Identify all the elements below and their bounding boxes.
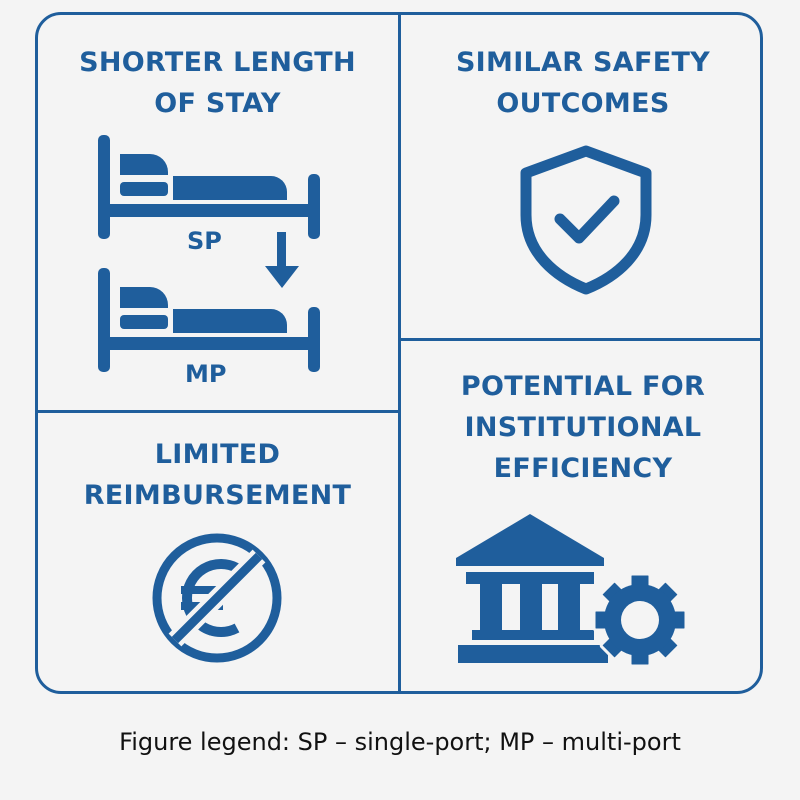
title-line: SHORTER LENGTH	[79, 47, 356, 78]
gear-icon	[592, 572, 688, 668]
title-line: LIMITED	[154, 439, 281, 470]
title-line: INSTITUTIONAL	[464, 412, 702, 443]
bed-icon-mp	[98, 268, 320, 372]
figure-legend: Figure legend: SP – single-port; MP – mu…	[119, 728, 681, 756]
panel-title-efficiency: POTENTIAL FOR INSTITUTIONAL EFFICIENCY	[402, 366, 764, 489]
title-line: SIMILAR SAFETY	[455, 47, 711, 78]
divider-vertical	[398, 12, 401, 694]
divider-right	[400, 338, 763, 341]
title-line: OUTCOMES	[496, 88, 670, 119]
no-euro-icon	[152, 533, 282, 663]
panel-title-reimbursement: LIMITED REIMBURSEMENT	[35, 434, 400, 516]
title-line: EFFICIENCY	[493, 453, 673, 484]
panel-title-safety: SIMILAR SAFETY OUTCOMES	[402, 42, 764, 124]
arrow-down-icon	[265, 232, 299, 288]
title-line: POTENTIAL FOR	[460, 371, 706, 402]
title-line: OF STAY	[154, 88, 281, 119]
label-mp: MP	[185, 360, 227, 388]
institution-icon	[456, 514, 608, 663]
panel-title-length-of-stay: SHORTER LENGTH OF STAY	[40, 42, 395, 124]
shield-check-icon	[520, 145, 652, 295]
divider-left	[35, 410, 400, 413]
title-line: REIMBURSEMENT	[83, 480, 352, 511]
bed-icon-sp	[98, 135, 320, 239]
label-sp: SP	[187, 227, 222, 255]
